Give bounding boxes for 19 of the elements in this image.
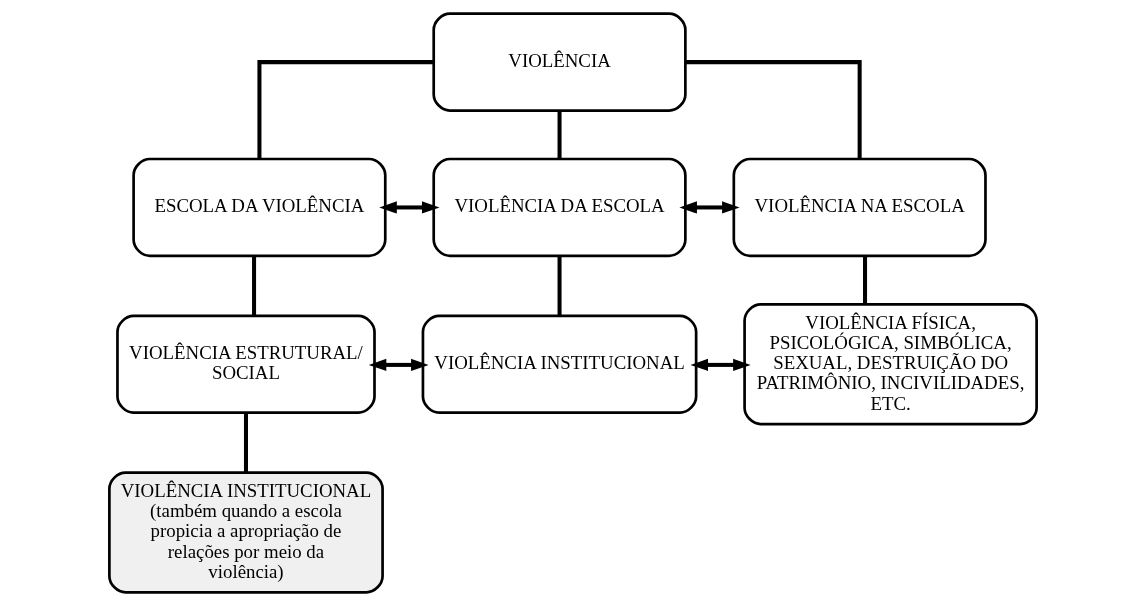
connector [557, 256, 562, 316]
node-box: VIOLÊNCIA DA ESCOLA [432, 157, 687, 258]
node-box: ESCOLA DA VIOLÊNCIA [132, 157, 387, 258]
node-box: VIOLÊNCIA NA ESCOLA [732, 157, 987, 258]
node-box: VIOLÊNCIA INSTITUCIONAL [421, 314, 698, 415]
connector [557, 110, 562, 159]
node-box: VIOLÊNCIA INSTITUCIONAL (também quando a escola propicia a apropriação de relações por meio da violência) [108, 471, 384, 594]
node-box: VIOLÊNCIA FÍSICA, PSICOLÓGICA, SIMBÓLICA, SEXUAL, DESTRUIÇÃO DO PATRIMÔNIO, INCIVILIDADES, ETC. [743, 303, 1038, 426]
arrow [368, 358, 429, 372]
arrow [679, 201, 740, 214]
connector [863, 256, 868, 304]
node-box: VIOLÊNCIA ESTRUTURAL/ SOCIAL [116, 314, 376, 415]
arrow [379, 201, 440, 214]
connector [257, 60, 434, 159]
connector [243, 412, 248, 473]
node-box: VIOLÊNCIA [432, 12, 687, 112]
connector [252, 256, 257, 316]
connector [685, 60, 862, 159]
arrow [690, 358, 751, 372]
